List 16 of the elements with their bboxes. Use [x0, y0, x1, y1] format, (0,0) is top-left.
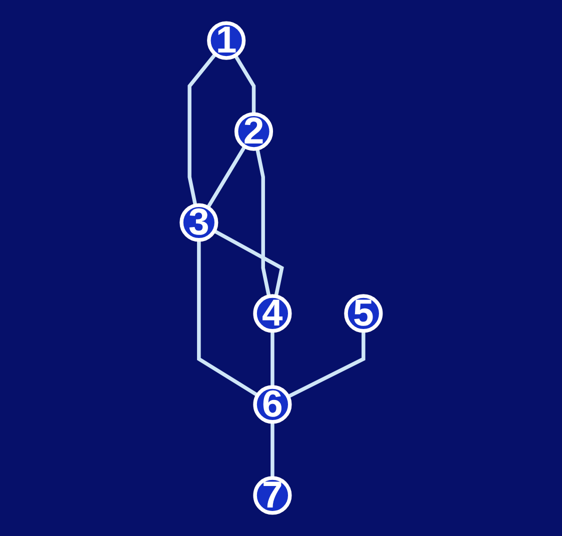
node-circle: 5 [344, 294, 383, 333]
connector [287, 330, 366, 398]
node-circle: 2 [234, 112, 273, 151]
node-circle: 1 [206, 21, 246, 60]
node-circle: 3 [179, 203, 218, 242]
connector [270, 330, 274, 388]
connector [270, 422, 274, 478]
connector [213, 229, 284, 297]
connector [196, 240, 258, 397]
connector [234, 54, 256, 114]
connector [206, 146, 246, 209]
connector [255, 148, 271, 297]
connector [188, 52, 217, 206]
node-circle: 4 [253, 294, 292, 333]
node-circle: 7 [253, 476, 292, 515]
node-circle: 6 [253, 385, 292, 424]
